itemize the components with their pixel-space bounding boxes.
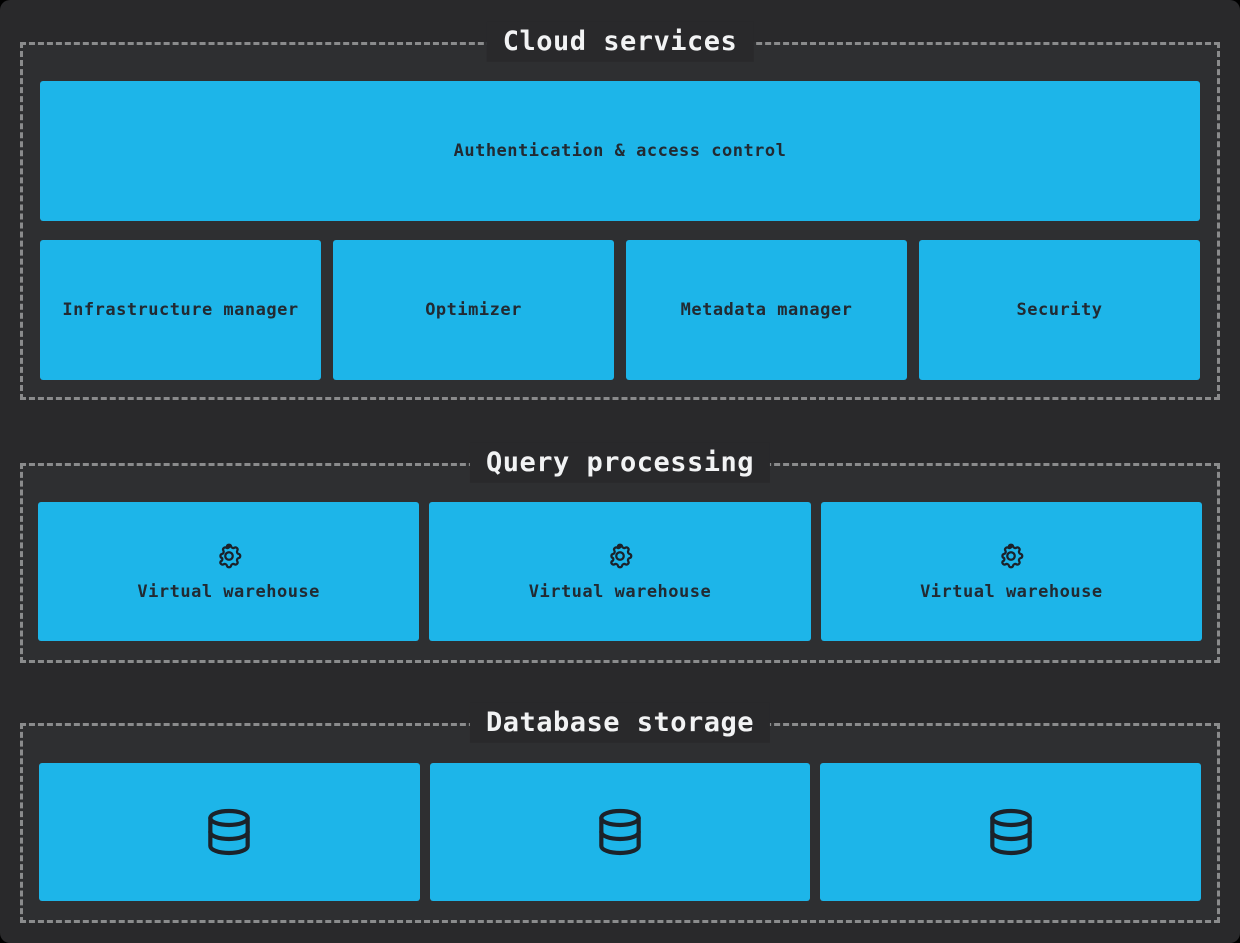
query-processing-row: Virtual warehouse Virtual warehouse [38,502,1202,641]
database-icon [983,804,1039,860]
box-metadata-manager: Metadata manager [626,240,907,380]
database-icon [592,804,648,860]
box-database [429,763,811,901]
box-label: Metadata manager [680,300,853,320]
section-cloud-services: Cloud services Authentication & access c… [20,21,1220,400]
section-database-storage: Database storage [20,702,1220,923]
box-database [820,763,1202,901]
box-authentication-access-control: Authentication & access control [40,81,1200,221]
section-title-query-processing: Query processing [469,442,771,484]
box-label: Infrastructure manager [62,300,299,320]
box-database [39,763,420,901]
box-security: Security [919,240,1200,380]
box-infrastructure-manager: Infrastructure manager [40,240,321,380]
box-virtual-warehouse: Virtual warehouse [38,502,420,641]
gear-icon [214,541,244,571]
database-storage-row [39,763,1202,901]
box-label: Virtual warehouse [137,582,320,602]
section-title-database-storage: Database storage [469,702,771,744]
box-optimizer: Optimizer [333,240,614,380]
gear-icon [605,541,635,571]
database-icon [201,804,257,860]
gear-icon [996,541,1026,571]
box-label: Virtual warehouse [528,582,712,602]
box-label: Virtual warehouse [920,582,1103,602]
box-virtual-warehouse: Virtual warehouse [429,502,811,641]
section-query-processing: Query processing Virtual warehouse [20,442,1220,663]
box-virtual-warehouse: Virtual warehouse [820,502,1202,641]
section-title-cloud-services: Cloud services [486,21,754,63]
box-label: Security [1016,300,1103,320]
cloud-services-row: Infrastructure manager Optimizer Metadat… [40,240,1200,380]
box-label: Optimizer [425,300,522,320]
box-label: Authentication & access control [453,141,787,161]
